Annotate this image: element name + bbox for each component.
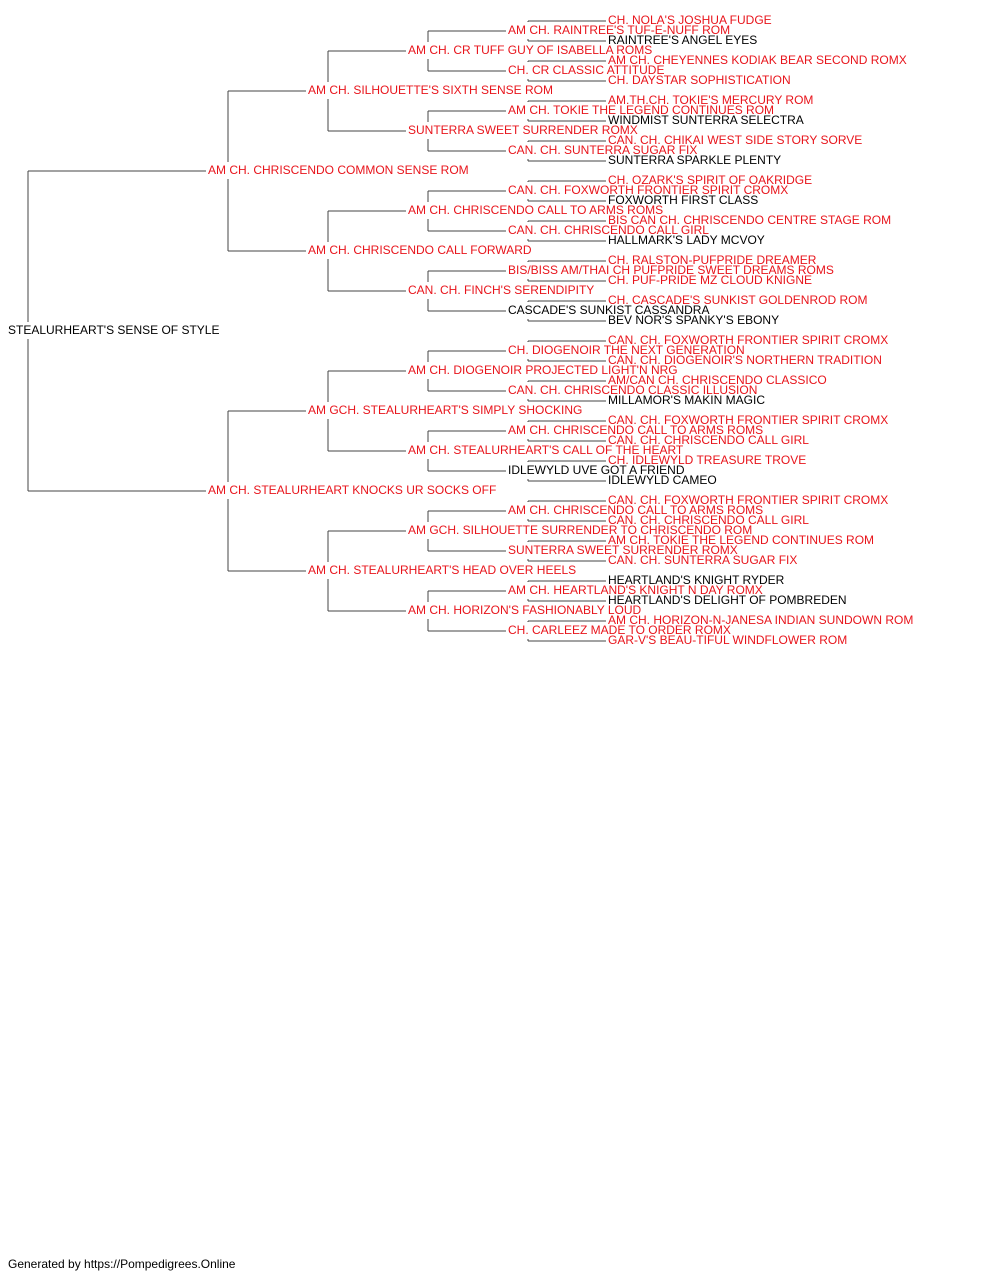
pedigree-entry: CAN. CH. FOXWORTH FRONTIER SPIRIT CROMX: [608, 413, 889, 427]
pedigree-entry: CH. CASCADE'S SUNKIST GOLDENROD ROM: [608, 293, 868, 307]
pedigree-entry: CH. DIOGENOIR THE NEXT GENERATION: [508, 343, 745, 357]
pedigree-entry: CAN. CH. FOXWORTH FRONTIER SPIRIT CROMX: [608, 493, 889, 507]
pedigree-entry: AM CH. STEALURHEART'S HEAD OVER HEELS: [308, 563, 577, 577]
pedigree-entry: AM CH. CHRISCENDO COMMON SENSE ROM: [208, 163, 469, 177]
pedigree-entry: CH. PUF-PRIDE MZ CLOUD KNIGNE: [608, 273, 813, 287]
pedigree-entry: CAN. CH. CHRISCENDO CALL GIRL: [508, 223, 709, 237]
pedigree-entry: AM/CAN CH. CHRISCENDO CLASSICO: [608, 373, 827, 387]
pedigree-entry: AM CH. CHRISCENDO CALL TO ARMS ROMS: [408, 203, 664, 217]
pedigree-entry: RAINTREE'S ANGEL EYES: [608, 33, 758, 47]
pedigree-entry: AM CH. CHRISCENDO CALL FORWARD: [308, 243, 532, 257]
pedigree-entry: AM CH. TOKIE THE LEGEND CONTINUES ROM: [508, 103, 775, 117]
pedigree-entry: BIS/BISS AM/THAI CH PUFPRIDE SWEET DREAM…: [508, 263, 834, 277]
pedigree-entry: GAR-V'S BEAU-TIFUL WINDFLOWER ROM: [608, 633, 848, 647]
pedigree-entry: CAN. CH. SUNTERRA SUGAR FIX: [608, 553, 798, 567]
pedigree-entry: AM.TH.CH. TOKIE'S MERCURY ROM: [608, 93, 814, 107]
pedigree-entry: IDLEWYLD CAMEO: [608, 473, 717, 487]
pedigree-entry: CAN. CH. CHRISCENDO CALL GIRL: [608, 433, 809, 447]
pedigree-entry: HEARTLAND'S KNIGHT RYDER: [608, 573, 785, 587]
pedigree-entry: BEV NOR'S SPANKY'S EBONY: [608, 313, 780, 327]
pedigree-entry: AM CH. CR TUFF GUY OF ISABELLA ROMS: [408, 43, 653, 57]
pedigree-entry: CH. CARLEEZ MADE TO ORDER ROMX: [508, 623, 731, 637]
pedigree-entry: IDLEWYLD UVE GOT A FRIEND: [508, 463, 685, 477]
pedigree-entry: STEALURHEART'S SENSE OF STYLE: [8, 323, 220, 337]
pedigree-entry: SUNTERRA SWEET SURRENDER ROMX: [408, 123, 638, 137]
pedigree-entry: CAN. CH. CHRISCENDO CALL GIRL: [608, 513, 809, 527]
pedigree-entry: AM CH. DIOGENOIR PROJECTED LIGHT'N NRG: [408, 363, 678, 377]
pedigree-entry: AM CH. CHEYENNES KODIAK BEAR SECOND ROMX: [608, 53, 907, 67]
pedigree-entry: CAN. CH. FOXWORTH FRONTIER SPIRIT CROMX: [508, 183, 789, 197]
pedigree-entry: CAN. CH. CHIKAI WEST SIDE STORY SORVE: [608, 133, 863, 147]
pedigree-entry: CH. NOLA'S JOSHUA FUDGE: [608, 13, 772, 27]
pedigree-entry: CAN. CH. SUNTERRA SUGAR FIX: [508, 143, 698, 157]
pedigree-entry: AM GCH. SILHOUETTE SURRENDER TO CHRISCEN…: [408, 523, 753, 537]
pedigree-entry: AM GCH. STEALURHEART'S SIMPLY SHOCKING: [308, 403, 583, 417]
pedigree-entry: BIS CAN CH. CHRISCENDO CENTRE STAGE ROM: [608, 213, 892, 227]
pedigree-entry: AM CH. CHRISCENDO CALL TO ARMS ROMS: [508, 503, 764, 517]
pedigree-entry: AM CH. HORIZON-N-JANESA INDIAN SUNDOWN R…: [608, 613, 914, 627]
pedigree-entry: HALLMARK'S LADY MCVOY: [608, 233, 765, 247]
pedigree-entry: AM CH. HORIZON'S FASHIONABLY LOUD: [408, 603, 642, 617]
generated-by-footer: Generated by https://Pompedigrees.Online: [8, 1257, 236, 1271]
pedigree-entry: FOXWORTH FIRST CLASS: [608, 193, 759, 207]
pedigree-entry: SUNTERRA SPARKLE PLENTY: [608, 153, 782, 167]
pedigree-entry: CASCADE'S SUNKIST CASSANDRA: [508, 303, 710, 317]
pedigree-entry: AM CH. TOKIE THE LEGEND CONTINUES ROM: [608, 533, 875, 547]
pedigree-entry: CH. IDLEWYLD TREASURE TROVE: [608, 453, 807, 467]
pedigree-entry: CH. DAYSTAR SOPHISTICATION: [608, 73, 791, 87]
pedigree-entry: CH. OZARK'S SPIRIT OF OAKRIDGE: [608, 173, 813, 187]
pedigree-entry: AM CH. CHRISCENDO CALL TO ARMS ROMS: [508, 423, 764, 437]
pedigree-entry: CAN. CH. FOXWORTH FRONTIER SPIRIT CROMX: [608, 333, 889, 347]
pedigree-entry: WINDMIST SUNTERRA SELECTRA: [608, 113, 804, 127]
pedigree-entry: HEARTLAND'S DELIGHT OF POMBREDEN: [608, 593, 847, 607]
pedigree-entry: CAN. CH. CHRISCENDO CLASSIC ILLUSION: [508, 383, 758, 397]
pedigree-entry: CH. RALSTON-PUFPRIDE DREAMER: [608, 253, 817, 267]
pedigree-entry: CAN. CH. FINCH'S SERENDIPITY: [408, 283, 595, 297]
pedigree-entry: AM CH. STEALURHEART KNOCKS UR SOCKS OFF: [208, 483, 497, 497]
pedigree-entry: AM CH. HEARTLAND'S KNIGHT N DAY ROMX: [508, 583, 763, 597]
pedigree-entry: MILLAMOR'S MAKIN MAGIC: [608, 393, 765, 407]
pedigree-entry: AM CH. RAINTREE'S TUF-E-NUFF ROM: [508, 23, 731, 37]
pedigree-entry: AM CH. STEALURHEART'S CALL OF THE HEART: [408, 443, 684, 457]
pedigree-entry: CAN. CH. DIOGENOIR'S NORTHERN TRADITION: [608, 353, 882, 367]
pedigree-entry: AM CH. SILHOUETTE'S SIXTH SENSE ROM: [308, 83, 553, 97]
pedigree-entry: SUNTERRA SWEET SURRENDER ROMX: [508, 543, 738, 557]
pedigree-entry: CH. CR CLASSIC ATTITUDE: [508, 63, 665, 77]
